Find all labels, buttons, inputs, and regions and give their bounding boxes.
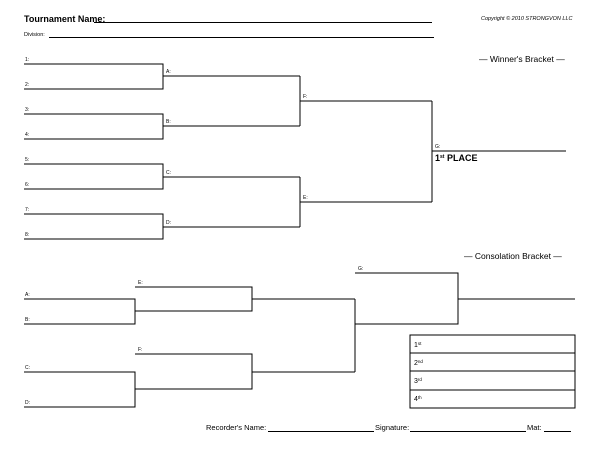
division-label: Division: xyxy=(24,32,45,38)
winners-final-g: G: xyxy=(435,144,441,150)
consolation-match-e xyxy=(135,286,355,312)
consolation-seed-c: C: xyxy=(25,365,30,371)
winners-round2-b: B: xyxy=(166,119,171,125)
winners-seed-5: 5: xyxy=(25,157,30,163)
mat-field[interactable] xyxy=(544,431,571,432)
winners-match-b xyxy=(24,113,300,140)
place-4th: 4th xyxy=(414,395,422,403)
signature-field[interactable] xyxy=(410,431,526,432)
winners-seed-7: 7: xyxy=(25,207,30,213)
winners-seed-2: 2: xyxy=(25,82,30,88)
consolation-bracket-title: — Consolation Bracket — xyxy=(464,251,562,261)
division-field[interactable] xyxy=(49,37,434,38)
recorder-name-field[interactable] xyxy=(268,431,374,432)
winners-semi-f: F: xyxy=(303,94,308,100)
winners-match-f xyxy=(299,76,432,126)
place-1st: 1st xyxy=(414,341,422,349)
consolation-match-ab xyxy=(24,298,136,325)
signature-label: Signature: xyxy=(375,423,410,432)
winners-match-e xyxy=(299,177,432,227)
winners-seed-4: 4: xyxy=(25,132,30,138)
winners-seed-6: 6: xyxy=(25,182,30,188)
winners-round2-a: A: xyxy=(166,69,171,75)
consolation-match-g xyxy=(354,272,575,372)
mat-label: Mat: xyxy=(527,423,542,432)
winners-semi-e: E: xyxy=(303,195,308,201)
consolation-seed-b: B: xyxy=(25,317,30,323)
consolation-match-cd xyxy=(24,371,136,408)
consolation-match-f xyxy=(135,353,355,390)
consolation-seed-a: A: xyxy=(25,292,30,298)
winners-round2-d: D: xyxy=(166,220,171,226)
consolation-final-g: G: xyxy=(358,266,364,272)
place-2nd: 2nd xyxy=(414,359,423,367)
tournament-name-field[interactable] xyxy=(94,22,432,23)
copyright-text: Copyright © 2010 STRONGVON LLC xyxy=(481,16,573,22)
first-place-label: 1st PLACE xyxy=(435,153,478,163)
recorder-name-label: Recorder's Name: xyxy=(206,423,267,432)
winners-bracket-title: — Winner's Bracket — xyxy=(479,54,565,64)
consolation-round2-f: F: xyxy=(138,347,143,353)
winners-match-c xyxy=(24,163,300,190)
winners-seed-1: 1: xyxy=(25,57,30,63)
winners-final xyxy=(431,101,566,202)
tournament-name-label: Tournament Name: xyxy=(24,14,106,24)
winners-round2-c: C: xyxy=(166,170,171,176)
winners-seed-3: 3: xyxy=(25,107,30,113)
place-3rd: 3rd xyxy=(414,377,422,385)
winners-match-d xyxy=(24,213,300,240)
consolation-round2-e: E: xyxy=(138,280,143,286)
winners-seed-8: 8: xyxy=(25,232,30,238)
consolation-seed-d: D: xyxy=(25,400,30,406)
winners-match-a xyxy=(24,63,300,90)
